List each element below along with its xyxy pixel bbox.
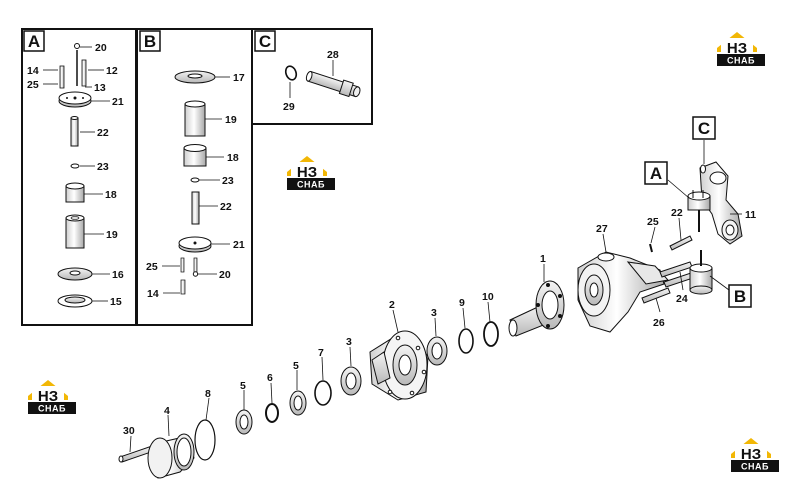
- inset-a-callout-16: 16: [112, 269, 124, 281]
- part-knuckle-27: [577, 251, 669, 333]
- inset-a-callout-19: 19: [106, 229, 118, 241]
- svg-text:НЗ: НЗ: [741, 446, 761, 463]
- subassembly-a: [687, 190, 711, 232]
- main-leaders: [129, 140, 742, 453]
- watermark-logo: НЗ СНАБ: [28, 380, 76, 414]
- inset-b: B 17 19: [136, 28, 253, 326]
- inset-b-callout-18: 18: [227, 152, 239, 164]
- part-spindle-1: [508, 280, 565, 337]
- inset-a-callout-18: 18: [105, 189, 117, 201]
- callout-25: 25: [647, 216, 659, 228]
- inset-a-callout-15: 15: [110, 296, 122, 308]
- inset-a: A: [21, 28, 137, 326]
- inset-a-callout-22: 22: [97, 127, 109, 139]
- svg-text:C: C: [698, 119, 710, 138]
- part-hub-cap-4: [147, 433, 195, 479]
- inset-b-callout-25: 25: [146, 261, 158, 273]
- inset-b-callout-17: 17: [233, 72, 245, 84]
- callout-3-upper: 3: [431, 307, 437, 319]
- inset-b-callout-14: 14: [147, 288, 159, 300]
- inset-a-callout-25: 25: [27, 79, 39, 91]
- inset-b-callout-22: 22: [220, 201, 232, 213]
- main-letter-b: B: [728, 284, 752, 308]
- inset-c-callout-28: 28: [327, 49, 339, 61]
- inset-b-letter: B: [144, 32, 156, 51]
- svg-text:СНАБ: СНАБ: [38, 404, 66, 414]
- callout-11: 11: [745, 209, 756, 221]
- callout-22: 22: [671, 207, 683, 219]
- svg-text:СНАБ: СНАБ: [727, 56, 755, 66]
- callout-4: 4: [164, 405, 170, 417]
- main-assembly: [118, 161, 743, 479]
- callout-26: 26: [653, 317, 665, 329]
- callout-7: 7: [318, 347, 324, 359]
- svg-text:СНАБ: СНАБ: [297, 180, 325, 190]
- main-letter-c: C: [692, 116, 716, 140]
- inset-c-letter: C: [259, 32, 271, 51]
- main-letter-a: A: [644, 161, 668, 185]
- subassembly-b: [689, 250, 713, 295]
- callout-24: 24: [676, 293, 688, 305]
- watermark-logo: НЗ СНАБ: [717, 32, 765, 66]
- watermark-logo: НЗ СНАБ: [731, 438, 779, 472]
- svg-text:НЗ: НЗ: [297, 164, 317, 181]
- part-hub-2: [369, 330, 429, 401]
- callout-27: 27: [596, 223, 608, 235]
- svg-text:НЗ: НЗ: [38, 388, 58, 405]
- inset-a-callout-13: 13: [94, 82, 106, 94]
- callout-2: 2: [389, 299, 395, 311]
- inset-c-callout-29: 29: [283, 101, 295, 113]
- inset-b-callout-20: 20: [219, 269, 231, 281]
- inset-a-callout-20: 20: [95, 42, 107, 54]
- svg-text:B: B: [734, 287, 746, 306]
- inset-b-callout-23: 23: [222, 175, 234, 187]
- svg-text:НЗ: НЗ: [727, 40, 747, 57]
- callout-6: 6: [267, 372, 273, 384]
- callout-9: 9: [459, 297, 465, 309]
- inset-a-callout-12: 12: [106, 65, 118, 77]
- inset-a-callout-21: 21: [112, 96, 124, 108]
- inset-a-letter: A: [28, 32, 40, 51]
- callout-3-lower: 3: [346, 336, 352, 348]
- inset-b-callout-21: 21: [233, 239, 245, 251]
- inset-a-callout-14: 14: [27, 65, 39, 77]
- callout-8: 8: [205, 388, 211, 400]
- callout-5-upper: 5: [293, 360, 299, 372]
- callout-1: 1: [540, 253, 546, 265]
- watermark-logo: НЗ СНАБ: [287, 156, 335, 190]
- inset-b-callout-19: 19: [225, 114, 237, 126]
- callout-30: 30: [123, 425, 135, 437]
- inset-c: C 28 29: [252, 28, 373, 125]
- callout-5-lower: 5: [240, 380, 246, 392]
- inset-a-callout-23: 23: [97, 161, 109, 173]
- callout-10: 10: [482, 291, 494, 303]
- part-steering-arm-11: [699, 161, 743, 245]
- svg-text:СНАБ: СНАБ: [741, 462, 769, 472]
- svg-text:A: A: [650, 164, 662, 183]
